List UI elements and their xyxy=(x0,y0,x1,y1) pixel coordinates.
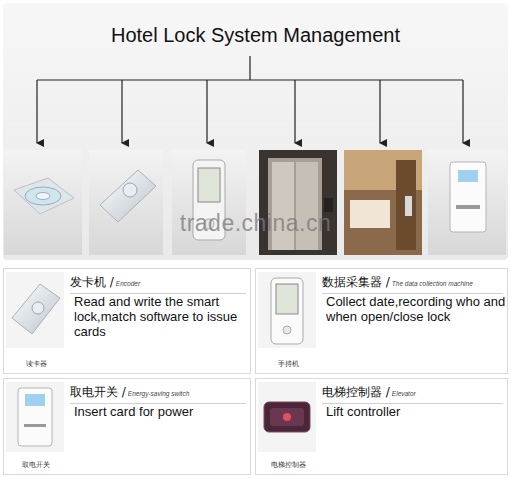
image-caption: 取电开关 xyxy=(6,460,66,470)
panel-description: Lift controller xyxy=(326,404,506,419)
panel-heading: 取电开关 /Energy-saving switch xyxy=(70,382,246,404)
device-panel: 读卡器发卡机 /EncoderRead and write the smart … xyxy=(3,268,251,374)
device-panel: 电梯控制器电梯控制器 /ElevatorLift controller xyxy=(255,378,508,475)
panel-description: Insert card for power xyxy=(74,404,250,419)
panel-heading: 发卡机 /Encoder xyxy=(70,272,246,294)
image-caption: 手持机 xyxy=(258,359,318,369)
heading-english: Energy-saving switch xyxy=(128,390,189,397)
heading-english: Encoder xyxy=(116,280,140,287)
device-panel: 手持机数据采集器 /The data collection machineCol… xyxy=(255,268,508,374)
heading-english: The data collection machine xyxy=(392,280,473,287)
heading-chinese: 数据采集器 / xyxy=(322,275,390,289)
heading-chinese: 发卡机 / xyxy=(70,275,114,289)
image-caption: 读卡器 xyxy=(6,359,66,369)
image-caption: 电梯控制器 xyxy=(258,460,318,470)
device-panel: 取电开关取电开关 /Energy-saving switchInsert car… xyxy=(3,378,251,475)
heading-chinese: 取电开关 / xyxy=(70,385,126,399)
watermark: trade.china.cn xyxy=(0,210,511,237)
diagram-title: Hotel Lock System Management xyxy=(0,24,511,47)
heading-english: Elevator xyxy=(392,390,416,397)
panel-description: Collect date,recording who and when open… xyxy=(326,294,506,324)
panel-heading: 数据采集器 /The data collection machine xyxy=(322,272,503,294)
panel-heading: 电梯控制器 /Elevator xyxy=(322,382,503,404)
heading-chinese: 电梯控制器 / xyxy=(322,385,390,399)
panel-description: Read and write the smart lock,match soft… xyxy=(74,294,250,339)
